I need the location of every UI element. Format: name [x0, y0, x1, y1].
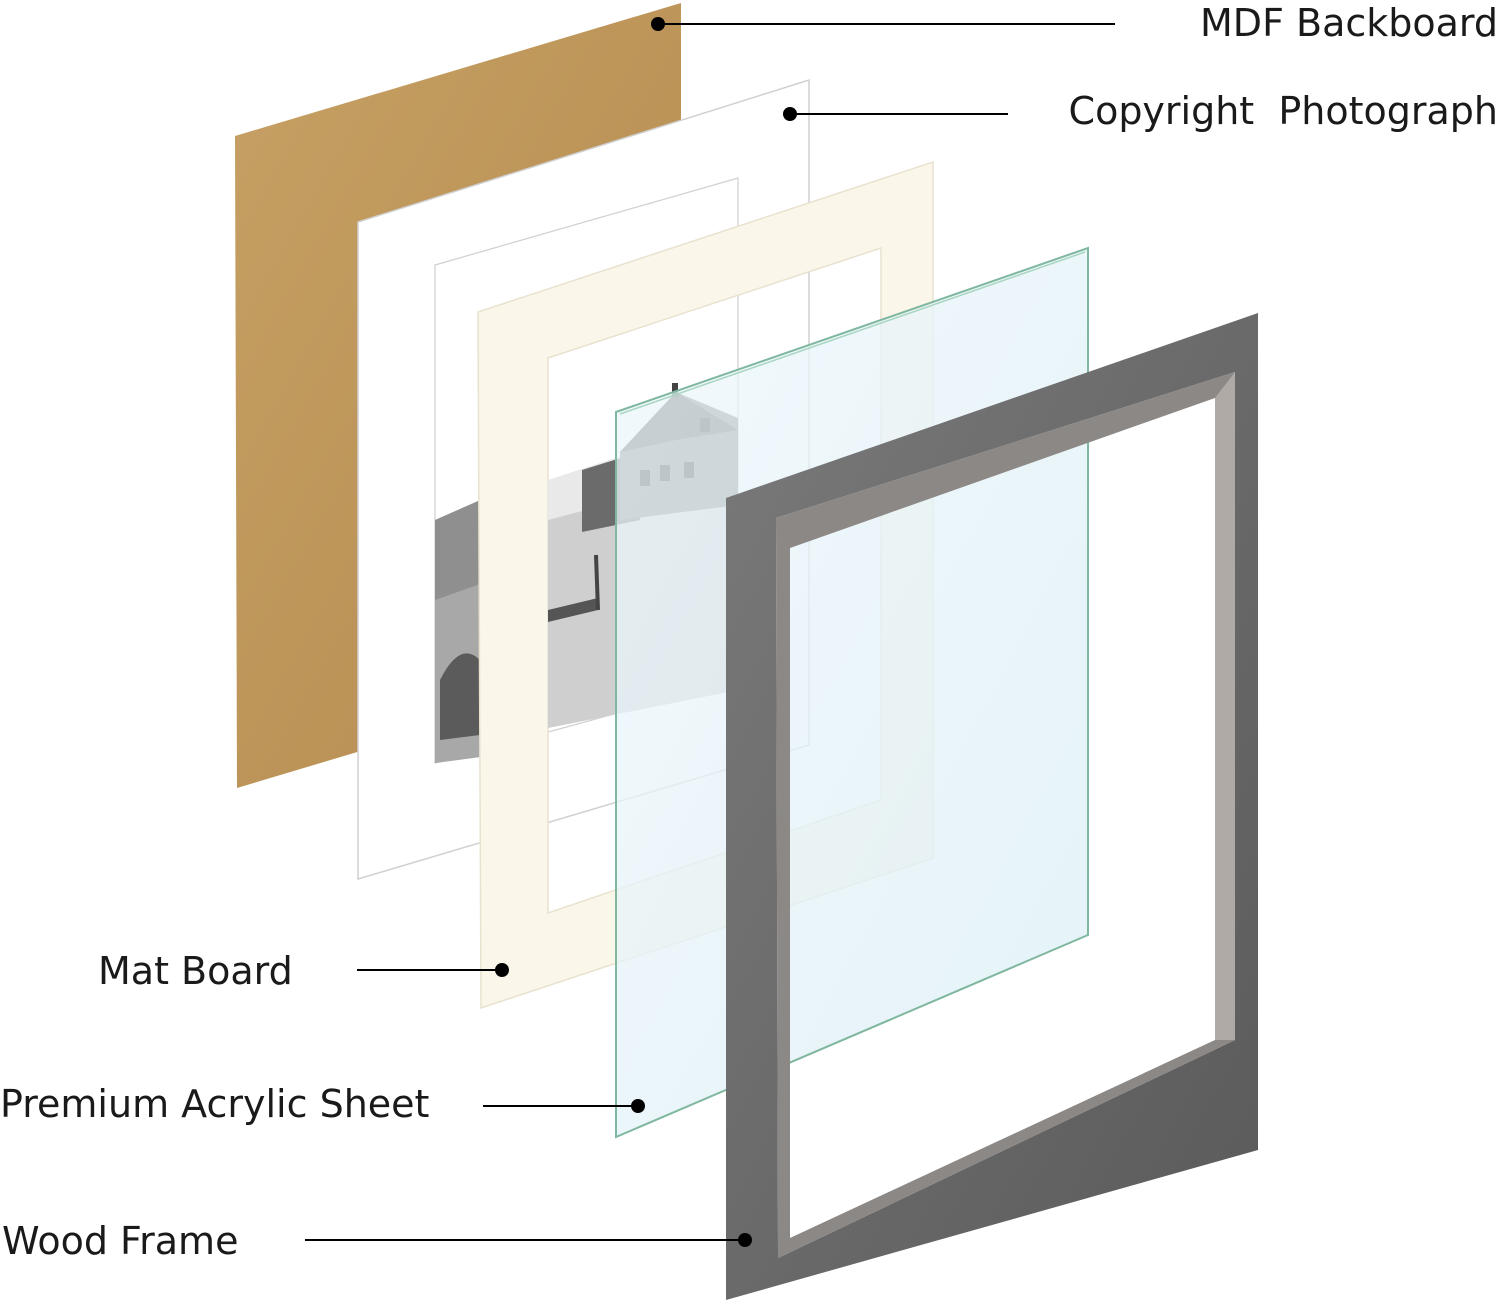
dot-mat: [495, 963, 509, 977]
label-mdf-backboard: MDF Backboard: [1200, 1, 1498, 45]
label-mat-board: Mat Board: [98, 949, 293, 993]
label-premium-acrylic-sheet: Premium Acrylic Sheet: [0, 1082, 430, 1126]
leader-lines: [305, 23, 1115, 1241]
wood-frame: [726, 313, 1258, 1300]
leader-dots: [495, 17, 797, 1247]
dot-mdf: [651, 17, 665, 31]
dot-acrylic: [631, 1099, 645, 1113]
label-wood-frame: Wood Frame: [2, 1219, 239, 1263]
dot-photograph: [783, 107, 797, 121]
label-copyright-photograph: Copyright Photograph: [1068, 89, 1498, 133]
dot-wood: [738, 1233, 752, 1247]
